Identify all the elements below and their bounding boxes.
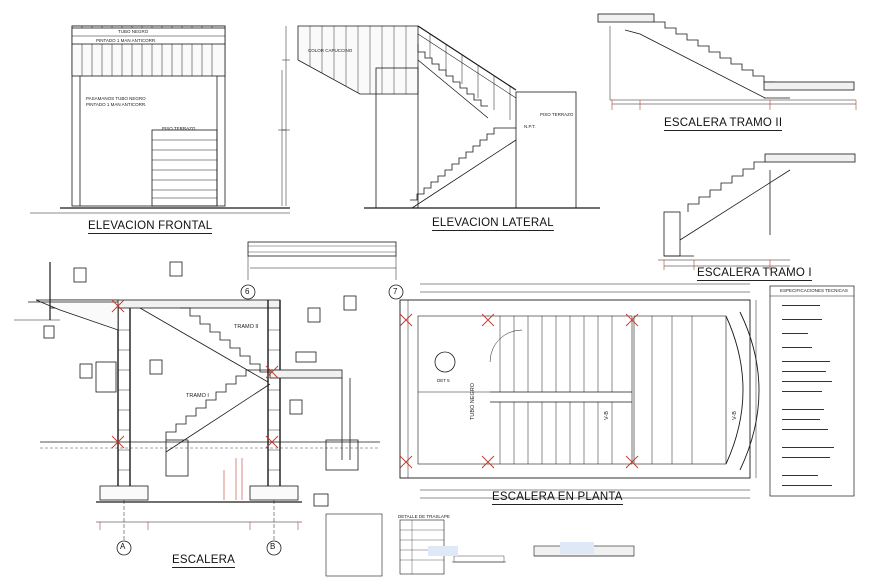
front-note-top: TUBO NEGRO bbox=[118, 29, 149, 34]
front-note-top2: PINTADO 1 MAN ANTICORR. bbox=[96, 38, 157, 43]
front-elevation bbox=[30, 25, 290, 214]
axis-6: 6 bbox=[245, 287, 250, 296]
specs-body bbox=[782, 302, 848, 492]
plan-vb-label-1: V-B bbox=[604, 411, 610, 420]
title-elevacion-frontal: ELEVACION FRONTAL bbox=[88, 220, 213, 234]
beam-detail bbox=[240, 241, 404, 300]
plan-vb-label-2: V-B bbox=[732, 411, 738, 420]
stair-section-tramo-ii bbox=[597, 13, 856, 105]
title-elevacion-lateral: ELEVACION LATERAL bbox=[432, 217, 554, 231]
plan-det-label: DET 5 bbox=[437, 378, 450, 383]
title-escalera: ESCALERA bbox=[172, 554, 235, 568]
title-escalera-tramo-ii: ESCALERA TRAMO II bbox=[664, 117, 783, 131]
specs-frame bbox=[769, 285, 855, 497]
blue-highlight bbox=[428, 546, 458, 556]
specs-header: ESPECIFICACIONES TECNICAS bbox=[780, 288, 848, 293]
front-note-mid: PASAMANOS TUBO NEGRO bbox=[86, 96, 146, 101]
detail-traslape-title: DETALLE DE TRASLAPE bbox=[398, 514, 450, 519]
lateral-elevation bbox=[278, 25, 600, 209]
front-floor-label: PISO TERRAZO bbox=[162, 126, 196, 131]
title-escalera-tramo-i: ESCALERA TRAMO I bbox=[697, 267, 812, 281]
lateral-npt-label: N.P.T. bbox=[524, 124, 536, 129]
stair-plan bbox=[399, 283, 760, 499]
lateral-floor-label: PISO TERRAZO bbox=[540, 112, 574, 117]
front-note-mid2: PINTADO 1 MAN ANTICORR. bbox=[86, 102, 147, 107]
section-tramo-i: TRAMO I bbox=[186, 393, 209, 399]
grid-markers bbox=[111, 299, 639, 469]
blue-highlight bbox=[560, 542, 594, 554]
lateral-color-label: COLOR CAPUCCINO bbox=[308, 48, 353, 53]
stair-main-section bbox=[14, 261, 380, 556]
axis-7: 7 bbox=[393, 287, 398, 296]
axis-b: B bbox=[270, 542, 276, 551]
section-tramo-ii: TRAMO II bbox=[234, 324, 259, 330]
stair-section-tramo-i bbox=[658, 153, 856, 267]
axis-a: A bbox=[120, 542, 126, 551]
plan-tube-label: TUBO NEGRO bbox=[470, 383, 476, 420]
title-escalera-en-planta: ESCALERA EN PLANTA bbox=[492, 491, 623, 505]
